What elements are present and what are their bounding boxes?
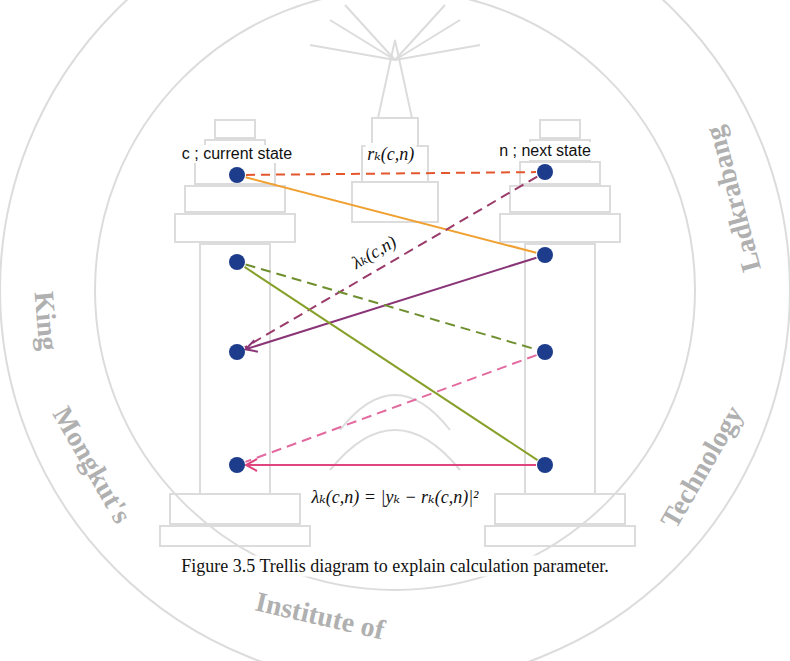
trellis-branch bbox=[245, 177, 537, 348]
state-dot bbox=[537, 344, 553, 360]
connector-group bbox=[245, 172, 538, 471]
branch-line bbox=[246, 258, 537, 350]
arrowhead bbox=[246, 340, 258, 351]
watermark-text: Technology bbox=[654, 400, 750, 534]
sun-rays bbox=[310, 5, 480, 60]
state-label: c ; current state bbox=[180, 145, 294, 163]
state-dot bbox=[229, 457, 245, 473]
watermark-text: Institute of bbox=[252, 586, 387, 647]
center-spire bbox=[330, 40, 460, 470]
right-pagoda bbox=[485, 120, 635, 546]
watermark-text: King bbox=[27, 290, 64, 352]
state-dot bbox=[537, 247, 553, 263]
branch-line bbox=[245, 267, 538, 460]
branch-line bbox=[246, 265, 537, 350]
trellis-branch bbox=[245, 355, 536, 462]
branch-line bbox=[246, 464, 536, 466]
state-dot bbox=[537, 457, 553, 473]
trellis-branch bbox=[245, 267, 538, 460]
branch-label: rₖ(c,n) bbox=[365, 143, 416, 165]
state-dot: c ; current state bbox=[229, 167, 245, 183]
branch-line bbox=[246, 172, 536, 175]
state-label: n ; next state bbox=[497, 142, 593, 160]
branch-line bbox=[245, 355, 536, 462]
branch-line bbox=[245, 177, 537, 348]
trellis-branch bbox=[246, 258, 537, 352]
figure-caption: Figure 3.5 Trellis diagram to explain ca… bbox=[178, 556, 611, 577]
branch-label: λₖ(c,n) bbox=[346, 230, 402, 275]
left-pagoda bbox=[160, 120, 310, 546]
trellis-branch bbox=[246, 265, 537, 350]
trellis-branch bbox=[246, 172, 536, 175]
seal-inner-ring bbox=[95, 0, 695, 590]
trellis-branch bbox=[246, 459, 536, 471]
state-dot bbox=[229, 254, 245, 270]
state-dot: n ; next state bbox=[537, 164, 553, 180]
state-dot bbox=[229, 344, 245, 360]
equation: λₖ(c,n) = |yₖ − rₖ(c,n)|² bbox=[308, 486, 481, 508]
arrowhead bbox=[246, 459, 257, 471]
watermark-text: Ladkrabang bbox=[698, 123, 768, 276]
